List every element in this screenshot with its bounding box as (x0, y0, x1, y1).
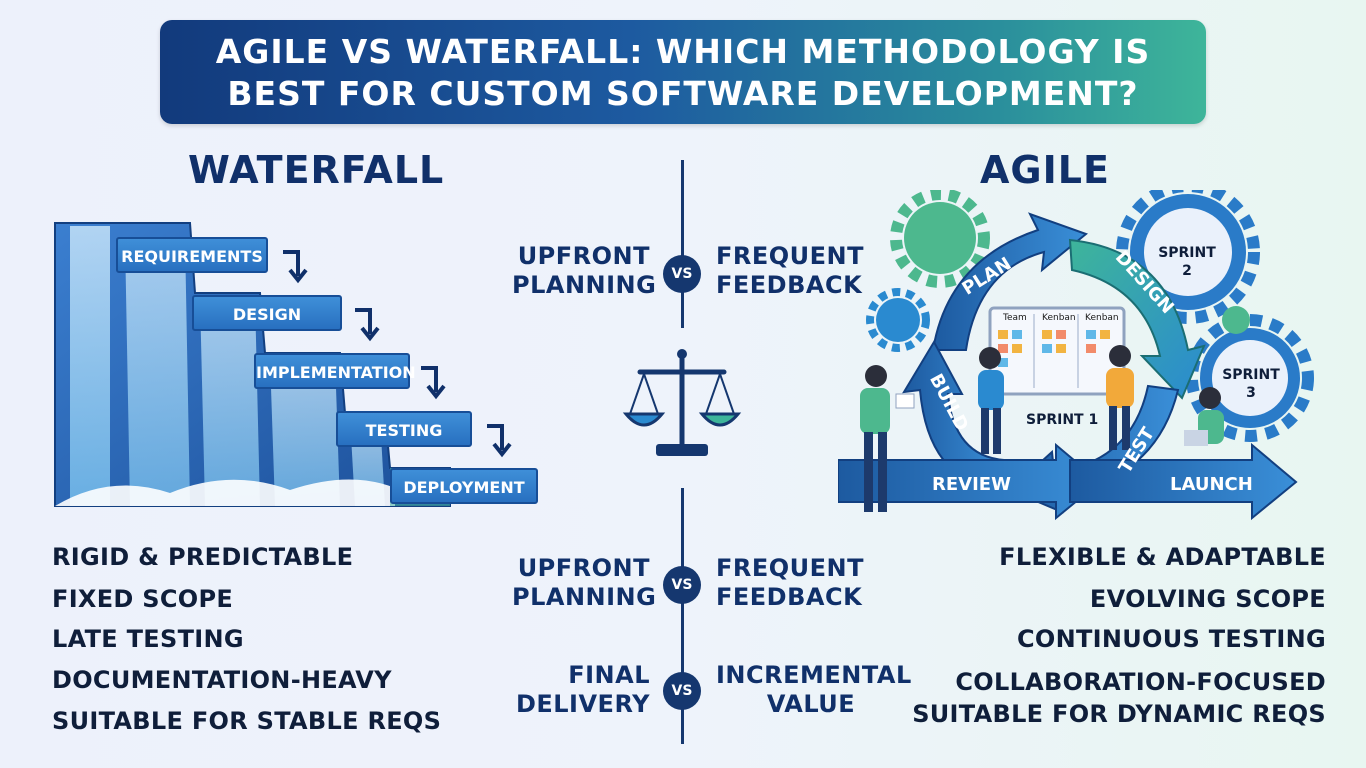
trait-item: FLEXIBLE & ADAPTABLE (999, 543, 1326, 571)
center-divider (681, 488, 684, 744)
comparison-left: FINAL DELIVERY (512, 661, 650, 719)
comparison-right: FREQUENT FEEDBACK (716, 242, 864, 300)
comparison-left-line: PLANNING (512, 271, 657, 299)
gear-icon (890, 190, 990, 288)
trait-item: DOCUMENTATION-HEAVY (52, 666, 392, 694)
vs-badge: VS (663, 255, 701, 293)
board-column: Kenban (1085, 313, 1119, 323)
comparison-left-line: UPFRONT (517, 554, 650, 582)
stage-implementation: IMPLEMENTATION (254, 353, 416, 389)
gear-icon (1186, 314, 1314, 442)
stage-deployment: DEPLOYMENT (390, 468, 538, 504)
comparison-right-line: FEEDBACK (716, 271, 863, 299)
board-column: Team (1003, 313, 1027, 323)
comparison-right: FREQUENT FEEDBACK (716, 554, 864, 612)
gear-icon (1116, 190, 1260, 324)
person-figure (1106, 345, 1134, 450)
person-figure (1184, 387, 1224, 446)
trait-item: RIGID & PREDICTABLE (52, 543, 354, 571)
person-figure (978, 347, 1004, 454)
vs-badge: VS (663, 672, 701, 710)
comparison-left-line: DELIVERY (515, 690, 650, 718)
agile-cycle-illustration (838, 190, 1314, 521)
comparison-left-line: FINAL (568, 661, 650, 689)
trait-item: LATE TESTING (52, 625, 244, 653)
stage-testing: TESTING (336, 411, 472, 447)
comparison-left: UPFRONT PLANNING (512, 554, 657, 612)
trait-item: COLLABORATION-FOCUSED (955, 668, 1326, 696)
gear-icon (866, 288, 930, 352)
arrow-down-icon (355, 308, 380, 342)
comparison-right-line: VALUE (766, 690, 856, 718)
arrow-down-icon (283, 250, 308, 284)
title-banner: AGILE VS WATERFALL: WHICH METHODOLOGY IS… (160, 20, 1206, 124)
title-line-2: BEST FOR CUSTOM SOFTWARE DEVELOPMENT? (227, 74, 1139, 113)
stage-design: DESIGN (192, 295, 342, 331)
comparison-right: INCREMENTAL VALUE (716, 661, 912, 719)
comparison-left-line: UPFRONT (517, 242, 650, 270)
arrow-label-launch: LAUNCH (1170, 474, 1253, 495)
comparison-right-line: FEEDBACK (716, 583, 863, 611)
trait-item: FIXED SCOPE (52, 585, 234, 613)
sprint-label: SPRINT 2 (1158, 245, 1216, 279)
arrow-down-icon (421, 366, 446, 400)
trait-item: EVOLVING SCOPE (1089, 585, 1326, 613)
arrow-label-review: REVIEW (932, 474, 1011, 495)
stage-requirements: REQUIREMENTS (116, 237, 268, 273)
sprint-label: SPRINT 1 (1026, 412, 1099, 428)
comparison-right-line: FREQUENT (716, 554, 865, 582)
waterfall-heading: WATERFALL (188, 148, 445, 192)
board-column: Kenban (1042, 313, 1076, 323)
comparison-right-line: FREQUENT (716, 242, 865, 270)
sprint-label: SPRINT 3 (1222, 367, 1280, 401)
comparison-left: UPFRONT PLANNING (512, 242, 657, 300)
trait-item: SUITABLE FOR DYNAMIC REQS (912, 700, 1326, 728)
trait-item: SUITABLE FOR STABLE REQS (52, 707, 442, 735)
gear-icon (1222, 306, 1250, 334)
trait-item: CONTINUOUS TESTING (1016, 625, 1326, 653)
center-divider (681, 160, 684, 328)
comparison-right-line: INCREMENTAL (716, 661, 912, 689)
arrow-down-icon (487, 424, 512, 458)
title-line-1: AGILE VS WATERFALL: WHICH METHODOLOGY IS (215, 32, 1151, 71)
vs-badge: VS (663, 566, 701, 604)
balance-scale-icon (622, 349, 742, 456)
comparison-left-line: PLANNING (512, 583, 657, 611)
agile-heading: AGILE (980, 148, 1110, 192)
person-figure (860, 365, 915, 512)
